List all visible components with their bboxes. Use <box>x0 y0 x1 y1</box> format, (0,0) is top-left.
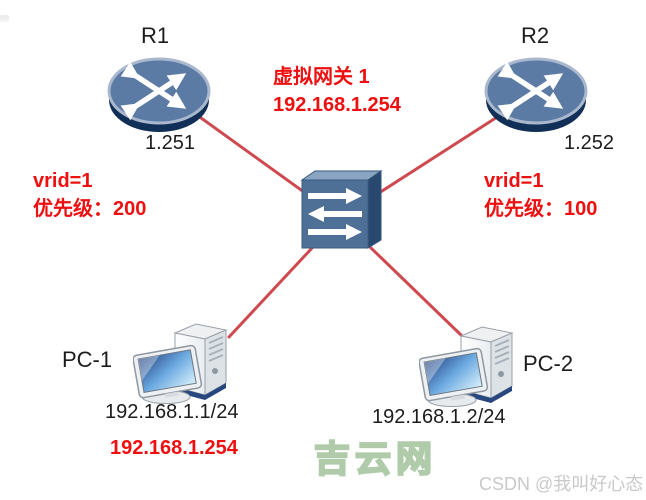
switch-icon <box>301 170 382 249</box>
r1-priority: 优先级：200 <box>33 198 147 220</box>
virtual-gateway-ip: 192.168.1.254 <box>273 94 401 116</box>
pc2-label: PC-2 <box>523 351 574 376</box>
r2-priority: 优先级：100 <box>484 198 598 220</box>
r1-vrid: vrid=1 <box>33 170 93 192</box>
pc2-ip: 192.168.1.2/24 <box>372 406 506 428</box>
pc-icon-pc2 <box>419 326 513 408</box>
scan-artifact <box>0 15 9 22</box>
r2-port-ip: 1.252 <box>564 132 615 154</box>
r2-vrrp-config: vrid=1 优先级：100 <box>484 167 597 223</box>
router-icon-r1 <box>109 59 209 132</box>
pc-icon-pc1 <box>133 323 227 405</box>
r1-port-ip: 1.251 <box>145 132 196 154</box>
pc1-label: PC-1 <box>62 347 113 372</box>
csdn-author-watermark: CSDN @我叫好心态 <box>479 474 644 494</box>
pc1-gateway: 192.168.1.254 <box>110 437 238 459</box>
r2-vrid: vrid=1 <box>484 170 544 192</box>
router-r1-label: R1 <box>141 23 170 48</box>
router-r2-label: R2 <box>521 23 550 48</box>
virtual-gateway-annotation: 虚拟网关 1 192.168.1.254 <box>273 63 401 119</box>
r1-vrrp-config: vrid=1 优先级：200 <box>33 167 146 223</box>
site-watermark: 吉云网 <box>313 437 438 480</box>
router-icon-r2 <box>486 59 586 132</box>
pc1-ip: 192.168.1.1/24 <box>105 401 239 423</box>
virtual-gateway-title: 虚拟网关 1 <box>273 66 370 88</box>
